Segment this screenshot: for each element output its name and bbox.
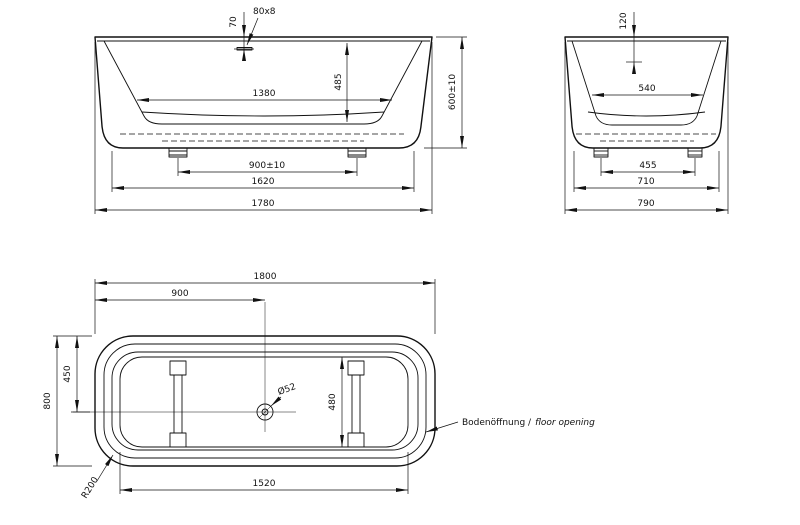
plan-floor-opening (119, 356, 409, 448)
dim-1380: 1380 (137, 89, 392, 102)
tub-side-bottom-curve (587, 111, 706, 117)
dim-80x8: 80x8 (246, 7, 276, 46)
floor-opening-label: Bodenöffnung /floor opening (462, 418, 595, 428)
dim-1520: 1520 (119, 452, 409, 494)
dim-800: 800 (43, 335, 92, 467)
dim-70-label: 70 (229, 16, 239, 28)
dim-485: 485 (334, 43, 349, 122)
floor-opening-label-de: Bodenöffnung / (462, 418, 532, 428)
dim-800-label: 800 (43, 392, 53, 409)
front-foot-left (168, 147, 188, 158)
dim-1800: 1800 (94, 272, 436, 334)
dim-1800-label: 1800 (254, 272, 277, 282)
dim-900pm10: 900±10 (177, 158, 358, 176)
tub-front-outline (94, 36, 433, 149)
front-foot-right (347, 147, 367, 158)
dim-r200-label: R200 (80, 475, 101, 500)
dim-540-label: 540 (638, 84, 655, 94)
tub-side-basin (571, 40, 722, 126)
dim-600pm10-label: 600±10 (448, 74, 458, 110)
dim-455: 455 (600, 158, 696, 176)
dim-540: 540 (592, 84, 703, 97)
dim-1620-label: 1620 (252, 177, 275, 187)
floor-opening-label-en: floor opening (535, 418, 595, 428)
front-view: 70 80x8 1380 485 900±10 1620 (94, 7, 467, 214)
dim-70: 70 (229, 12, 254, 61)
dim-80x8-label: 80x8 (253, 7, 276, 17)
dim-710: 710 (573, 151, 720, 192)
dim-790-label: 790 (637, 199, 654, 209)
dim-900-plan-label: 900 (171, 289, 188, 299)
dim-480: 480 (328, 357, 344, 447)
dim-dia52: Ø52 (270, 381, 297, 407)
tub-front-bottom-curve (141, 111, 385, 117)
dim-600pm10: 600±10 (424, 36, 467, 149)
plan-view: 1800 900 800 450 480 1520 (43, 272, 595, 501)
dim-900pm10-label: 900±10 (249, 161, 285, 171)
floor-opening-annotation: Bodenöffnung /floor opening (425, 418, 595, 433)
dim-1780: 1780 (94, 42, 433, 214)
dim-450: 450 (63, 336, 90, 413)
plan-rail-left (169, 360, 187, 448)
dim-1780-label: 1780 (252, 199, 275, 209)
dim-900-plan: 900 (95, 289, 265, 302)
plan-rail-right (347, 360, 365, 448)
dim-1620: 1620 (111, 151, 415, 192)
dim-455-label: 455 (639, 161, 656, 171)
dim-1520-label: 1520 (253, 479, 276, 489)
dim-450-label: 450 (63, 365, 73, 382)
dim-485-label: 485 (334, 73, 344, 90)
dim-120-label: 120 (619, 12, 629, 29)
dim-790: 790 (564, 42, 729, 214)
dim-120: 120 (619, 12, 642, 74)
side-foot-left (593, 147, 609, 158)
side-foot-right (687, 147, 703, 158)
dim-r200: R200 (80, 454, 114, 501)
dim-1380-label: 1380 (253, 89, 276, 99)
dim-710-label: 710 (637, 177, 654, 187)
dim-dia52-label: Ø52 (276, 381, 297, 398)
tub-front-basin (103, 40, 423, 125)
side-view: 120 540 455 710 790 (564, 12, 729, 214)
dim-480-label: 480 (328, 393, 338, 410)
